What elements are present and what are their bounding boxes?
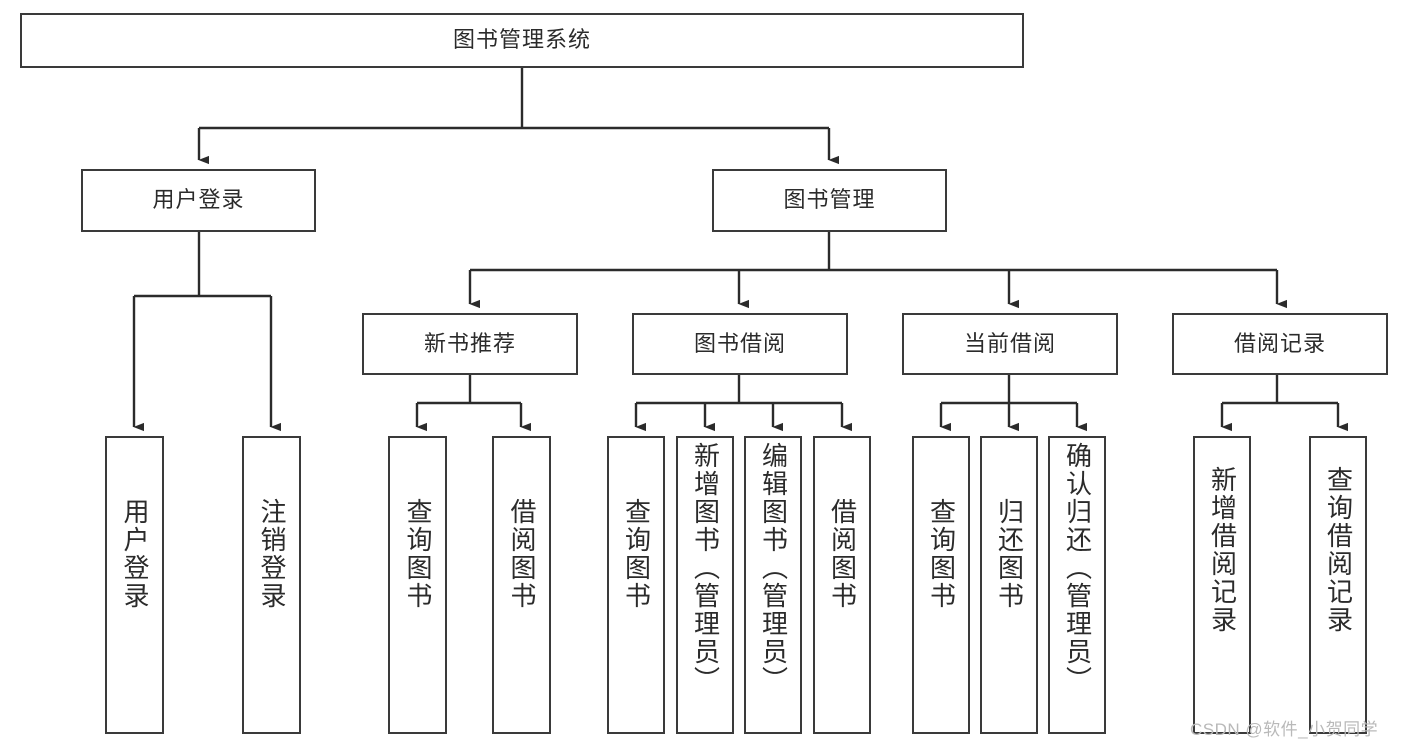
- node-leaf-borrow-book-2-label: 借阅图书: [827, 498, 858, 610]
- node-leaf-query-borrow-record[interactable]: 查询借阅记录: [1309, 436, 1367, 734]
- node-leaf-edit-book-admin-label: 编辑图书（管理员）: [758, 442, 789, 694]
- node-current-borrow-label: 当前借阅: [963, 330, 1056, 356]
- node-leaf-query-borrow-record-label: 查询借阅记录: [1323, 466, 1354, 634]
- node-current-borrow[interactable]: 当前借阅: [902, 313, 1118, 375]
- node-leaf-confirm-return-admin[interactable]: 确认归还（管理员）: [1048, 436, 1106, 734]
- node-leaf-add-book-admin[interactable]: 新增图书（管理员）: [676, 436, 734, 734]
- node-borrow-record-label: 借阅记录: [1233, 330, 1326, 356]
- node-leaf-add-book-admin-label: 新增图书（管理员）: [690, 442, 721, 694]
- node-leaf-query-book-3[interactable]: 查询图书: [912, 436, 970, 734]
- node-user-login[interactable]: 用户登录: [81, 169, 316, 232]
- node-leaf-return-book-label: 归还图书: [994, 498, 1025, 610]
- node-new-book-recommend-label: 新书推荐: [423, 330, 516, 356]
- node-root-label: 图书管理系统: [452, 27, 591, 53]
- node-leaf-logout-login-label: 注销登录: [257, 498, 288, 610]
- node-leaf-query-book-2-label: 查询图书: [621, 498, 652, 610]
- node-leaf-user-login[interactable]: 用户登录: [105, 436, 164, 734]
- node-leaf-add-borrow-record[interactable]: 新增借阅记录: [1193, 436, 1251, 734]
- node-book-borrow[interactable]: 图书借阅: [632, 313, 848, 375]
- node-borrow-record[interactable]: 借阅记录: [1172, 313, 1388, 375]
- watermark-credit: CSDN @软件_小贺同学: [1190, 720, 1379, 739]
- node-leaf-confirm-return-admin-label: 确认归还（管理员）: [1062, 442, 1093, 694]
- node-book-borrow-label: 图书借阅: [693, 330, 786, 356]
- node-leaf-add-borrow-record-label: 新增借阅记录: [1207, 466, 1238, 634]
- node-leaf-borrow-book-1[interactable]: 借阅图书: [492, 436, 551, 734]
- node-leaf-user-login-label: 用户登录: [120, 498, 151, 610]
- node-leaf-query-book-3-label: 查询图书: [926, 498, 957, 610]
- node-leaf-query-book-2[interactable]: 查询图书: [607, 436, 665, 734]
- node-book-management-label: 图书管理: [783, 187, 876, 213]
- node-new-book-recommend[interactable]: 新书推荐: [362, 313, 578, 375]
- node-leaf-borrow-book-2[interactable]: 借阅图书: [813, 436, 871, 734]
- node-leaf-logout-login[interactable]: 注销登录: [242, 436, 301, 734]
- node-leaf-query-book-1-label: 查询图书: [403, 498, 434, 610]
- node-user-login-label: 用户登录: [152, 187, 245, 213]
- node-leaf-return-book[interactable]: 归还图书: [980, 436, 1038, 734]
- node-leaf-query-book-1[interactable]: 查询图书: [388, 436, 447, 734]
- node-leaf-borrow-book-1-label: 借阅图书: [507, 498, 538, 610]
- node-book-management[interactable]: 图书管理: [712, 169, 947, 232]
- node-root[interactable]: 图书管理系统: [20, 13, 1024, 68]
- node-leaf-edit-book-admin[interactable]: 编辑图书（管理员）: [744, 436, 802, 734]
